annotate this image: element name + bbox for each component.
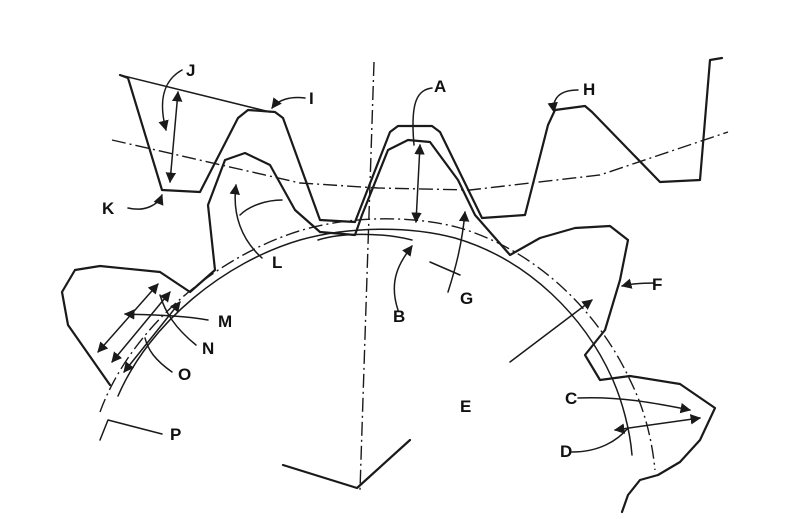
label-F: F — [652, 275, 662, 294]
leader-D — [571, 427, 629, 453]
leader-L — [229, 183, 263, 259]
label-M: M — [218, 312, 232, 331]
label-C: C — [565, 389, 577, 408]
label-D: D — [560, 442, 572, 461]
gear-center-line — [359, 61, 375, 491]
label-B: B — [393, 307, 405, 326]
label-I: I — [309, 89, 314, 108]
gear-pitch-circle — [99, 218, 656, 471]
dim-addendum-A — [411, 143, 425, 224]
leader-H — [547, 89, 579, 114]
leader-G — [447, 210, 470, 293]
leader-J — [158, 69, 183, 132]
dim-G — [429, 261, 461, 276]
label-K: K — [102, 199, 115, 218]
rack-profile — [118, 56, 724, 224]
leader-P — [99, 419, 163, 441]
leader-B — [393, 245, 413, 311]
label-G: G — [460, 289, 473, 308]
label-P: P — [170, 425, 181, 444]
line-of-action — [509, 299, 593, 363]
label-A: A — [434, 77, 446, 96]
leader-A — [412, 87, 433, 146]
label-H: H — [583, 80, 595, 99]
label-L: L — [272, 253, 282, 272]
leader-F — [620, 278, 656, 289]
gear-base-circle — [117, 228, 633, 456]
rack-back-line — [119, 74, 271, 113]
dim-L — [239, 199, 283, 216]
dim-J — [165, 90, 183, 184]
label-J: J — [186, 61, 195, 80]
label-O: O — [178, 365, 191, 384]
leader-C — [577, 396, 692, 414]
leader-I — [271, 96, 306, 109]
root-circle-segment — [317, 233, 413, 241]
dim-O — [123, 301, 181, 373]
leader-K — [127, 194, 164, 210]
dim-D — [613, 414, 702, 434]
center-mark — [281, 438, 412, 490]
label-E: E — [460, 397, 471, 416]
label-N: N — [202, 339, 214, 358]
